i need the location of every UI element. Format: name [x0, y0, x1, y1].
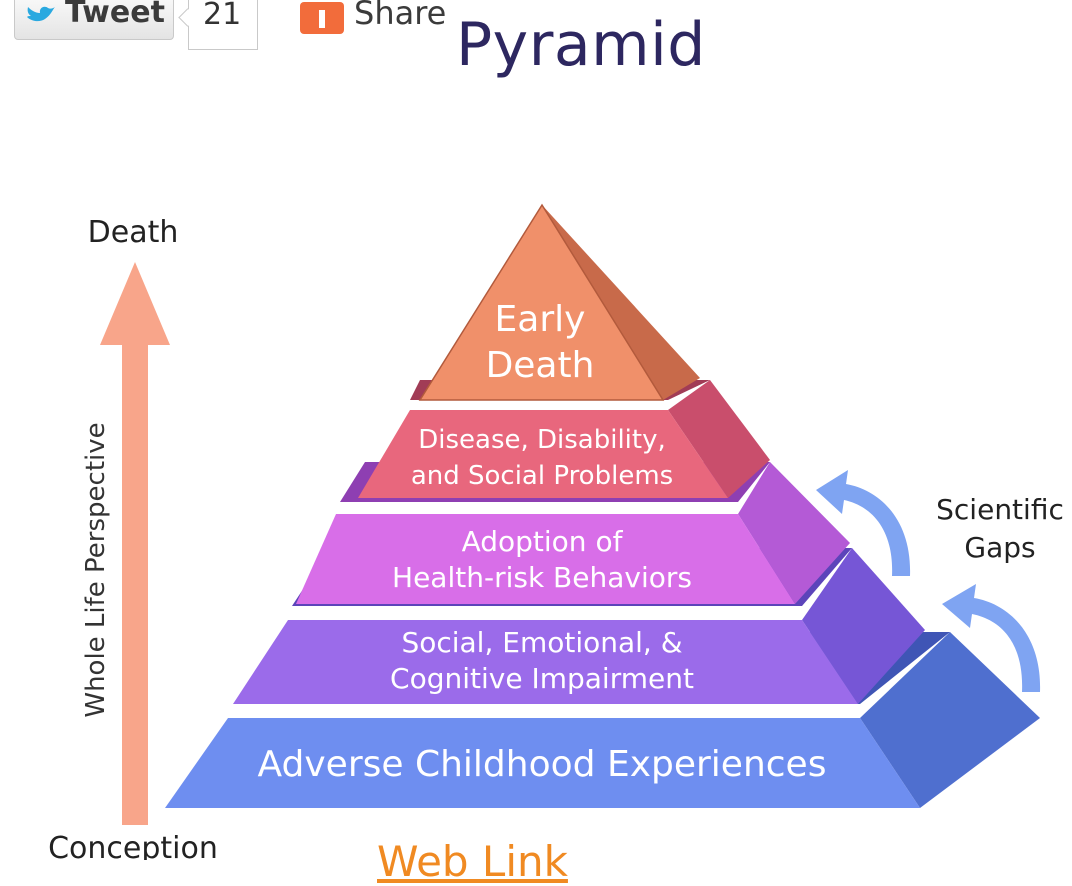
axis-side-label: Whole Life Perspective: [81, 422, 111, 717]
tier2-side: [668, 380, 770, 498]
tweet-count: 21: [203, 0, 242, 32]
tier3-label-line1: Adoption of: [462, 525, 624, 558]
share-plus-icon: [300, 2, 344, 34]
web-link[interactable]: Web Link: [377, 837, 568, 886]
twitter-bird-icon: [27, 6, 55, 22]
tweet-count-box: 21: [178, 0, 258, 50]
life-arrow-head: [100, 262, 170, 345]
tier5-front: [165, 718, 920, 808]
gap-arrow-upper-icon: [816, 470, 911, 576]
tier3-side: [738, 462, 850, 604]
tier3-label-line2: Health-risk Behaviors: [392, 561, 692, 594]
gaps-label-line2: Gaps: [964, 531, 1035, 564]
ace-pyramid-diagram: Death Conception Whole Life Perspective …: [48, 203, 1064, 860]
tier2-label-line1: Disease, Disability,: [418, 425, 666, 455]
tier1-label-line1: Early: [495, 299, 586, 340]
tier1-front: [418, 203, 665, 401]
share-label: Share: [354, 0, 447, 32]
gap-arrow-lower-icon: [942, 584, 1041, 692]
tier2-label-line2: and Social Problems: [411, 461, 673, 491]
tier1-side: [542, 205, 700, 400]
tier3-front: [296, 514, 795, 604]
tweet-button[interactable]: Tweet: [14, 0, 174, 40]
gaps-label-line1: Scientific: [936, 493, 1064, 526]
tier4-label-line2: Cognitive Impairment: [390, 662, 694, 695]
share-button[interactable]: Share: [298, 0, 458, 40]
tier5-label: Adverse Childhood Experiences: [258, 744, 827, 785]
share-bar: Tweet 21 Share: [0, 0, 470, 50]
tier1-label-line2: Death: [486, 345, 595, 386]
life-arrow-shaft: [122, 340, 148, 825]
tier4-side: [802, 548, 925, 704]
axis-bottom-label: Conception: [48, 831, 218, 860]
tier4-label-line1: Social, Emotional, &: [401, 626, 682, 659]
tier4-front: [233, 620, 858, 704]
tier5-side: [860, 632, 1040, 808]
page-title: Pyramid: [456, 10, 706, 80]
tier2-front: [358, 410, 728, 498]
tweet-label: Tweet: [65, 0, 165, 30]
axis-top-label: Death: [88, 215, 179, 250]
ace-pyramid-figure: Death Conception Whole Life Perspective …: [0, 180, 1072, 860]
